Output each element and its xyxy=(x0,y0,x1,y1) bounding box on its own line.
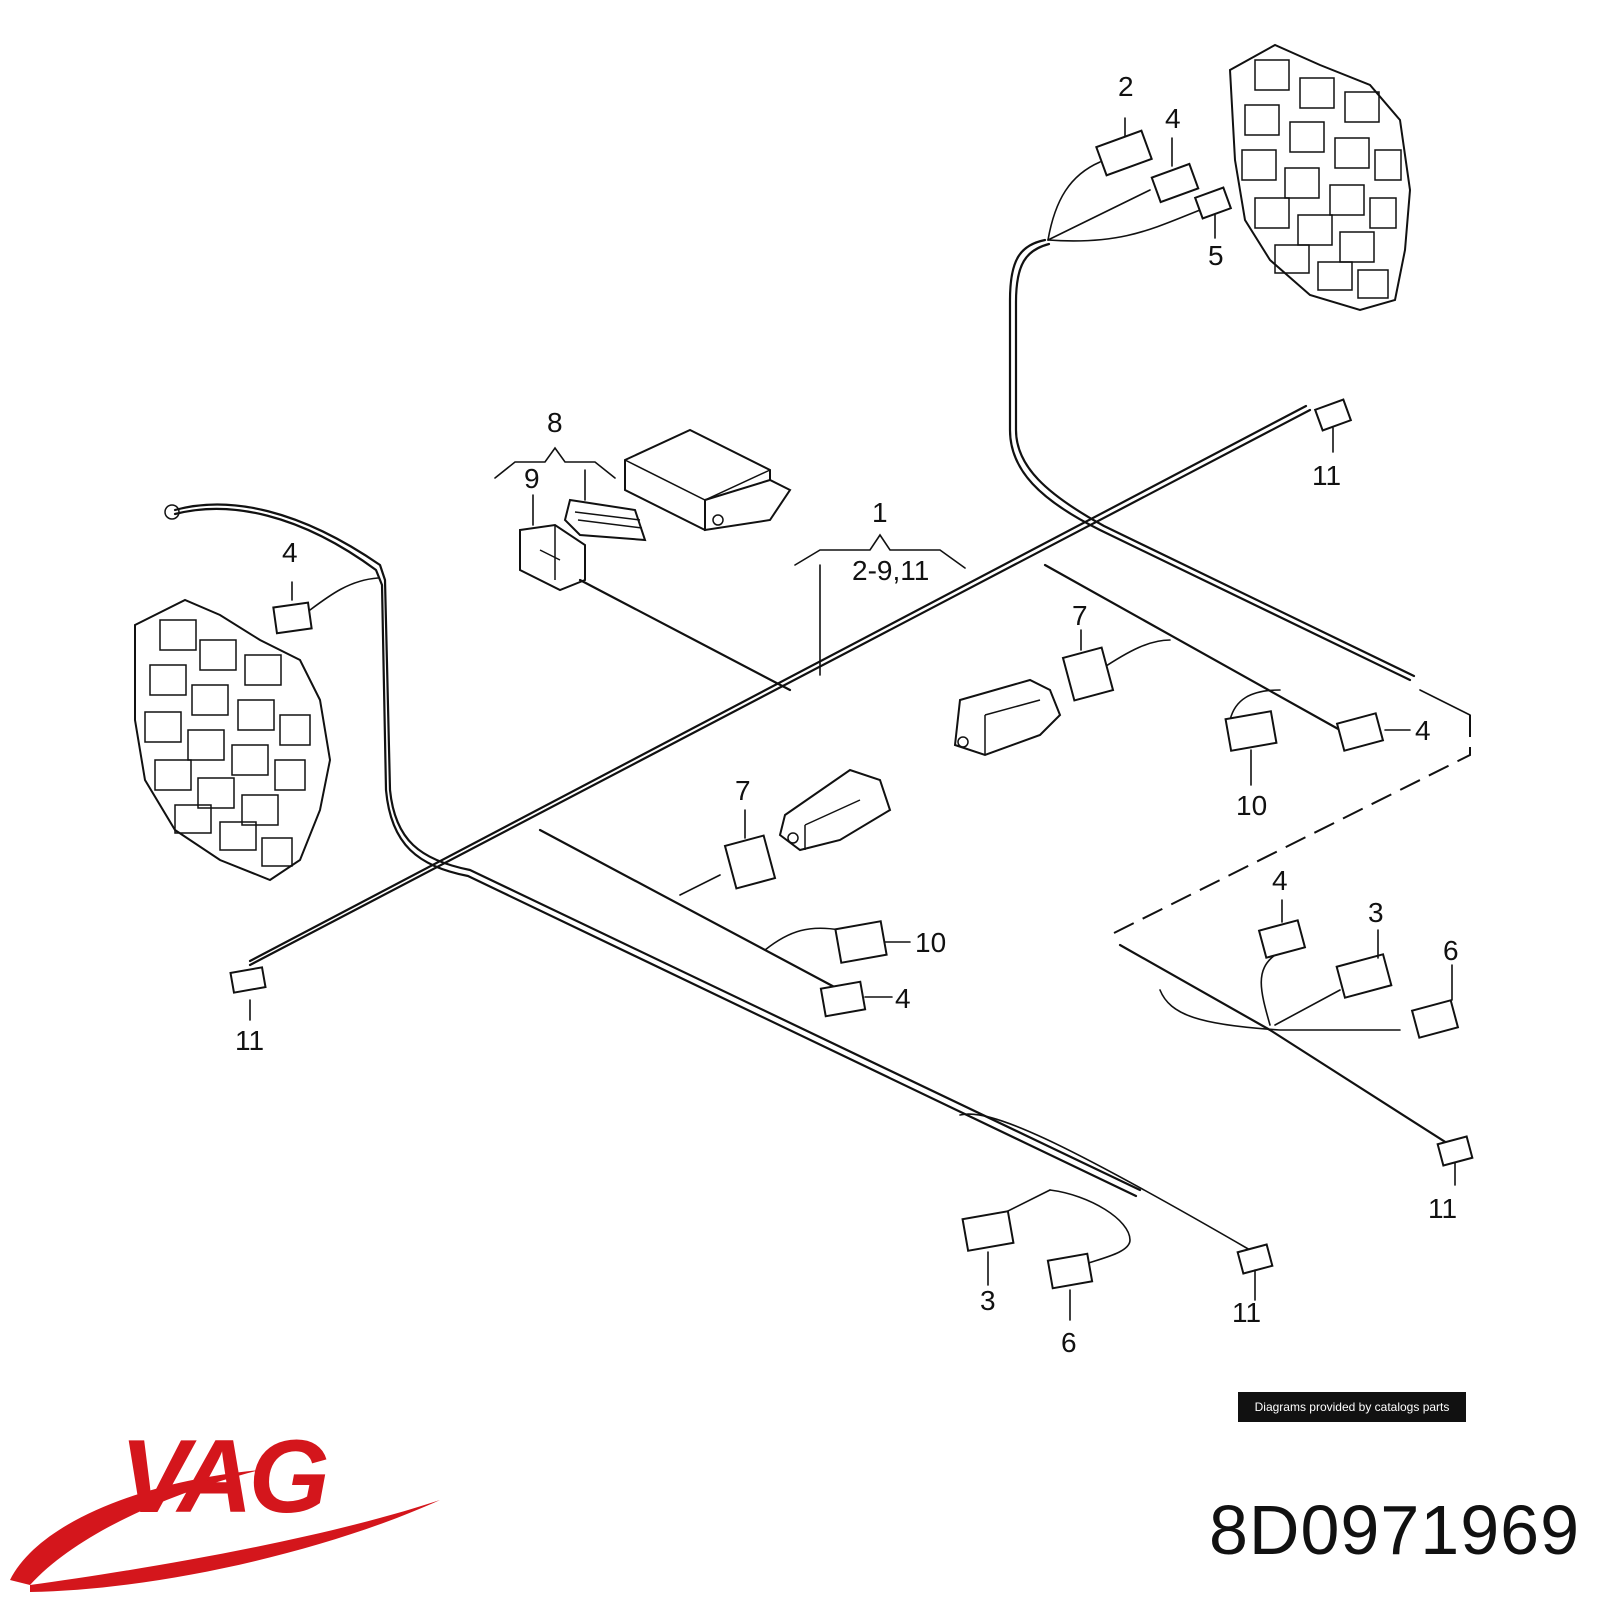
relay-panel-right xyxy=(1228,43,1412,312)
callout-8: 8 xyxy=(547,407,563,438)
callout-3-bottom: 3 xyxy=(980,1285,996,1316)
module-7-upper xyxy=(953,678,1062,757)
callout-4-center: 4 xyxy=(895,983,911,1014)
connector-9 xyxy=(519,523,586,592)
module-7-lower xyxy=(778,768,892,852)
harness-wires xyxy=(173,161,1471,1271)
callout-4-left: 4 xyxy=(282,537,298,568)
callout-6-bottom: 6 xyxy=(1061,1327,1077,1358)
callout-7-right: 7 xyxy=(1072,600,1088,631)
callout-1: 1 xyxy=(872,497,888,528)
callout-6-far-right: 6 xyxy=(1443,935,1459,966)
relay-panel-left xyxy=(134,598,332,882)
diagram-credit-badge: Diagrams provided by catalogs parts xyxy=(1238,1392,1466,1422)
callout-11-top: 11 xyxy=(1312,460,1341,491)
callout-11-bottom: 11 xyxy=(1232,1297,1261,1328)
callout-3-far-right: 3 xyxy=(1368,897,1384,928)
callout-1-range: 2-9,11 xyxy=(852,555,929,586)
callout-10-center: 10 xyxy=(915,927,946,958)
leader-lines xyxy=(249,117,1456,1321)
callout-11-far-right: 11 xyxy=(1428,1193,1457,1224)
part-number: 8D0971969 xyxy=(1209,1491,1580,1569)
callout-10-right: 10 xyxy=(1236,790,1267,821)
vag-logo: VAG xyxy=(120,1419,330,1535)
callout-4-far-right: 4 xyxy=(1272,865,1288,896)
callout-5: 5 xyxy=(1208,240,1224,271)
callout-labels: 1 2-9,11 2 4 5 11 8 9 4 7 4 10 7 10 4 11… xyxy=(235,71,1459,1358)
callout-2: 2 xyxy=(1118,71,1134,102)
connectors xyxy=(164,129,1474,1290)
callout-7-center: 7 xyxy=(735,775,751,806)
vag-logo-swoosh xyxy=(10,1470,440,1592)
callout-4-right: 4 xyxy=(1415,715,1431,746)
callout-4-top: 4 xyxy=(1165,103,1181,134)
airbag-control-unit xyxy=(563,428,792,542)
callout-9: 9 xyxy=(524,463,540,494)
callout-11-left: 11 xyxy=(235,1025,264,1056)
